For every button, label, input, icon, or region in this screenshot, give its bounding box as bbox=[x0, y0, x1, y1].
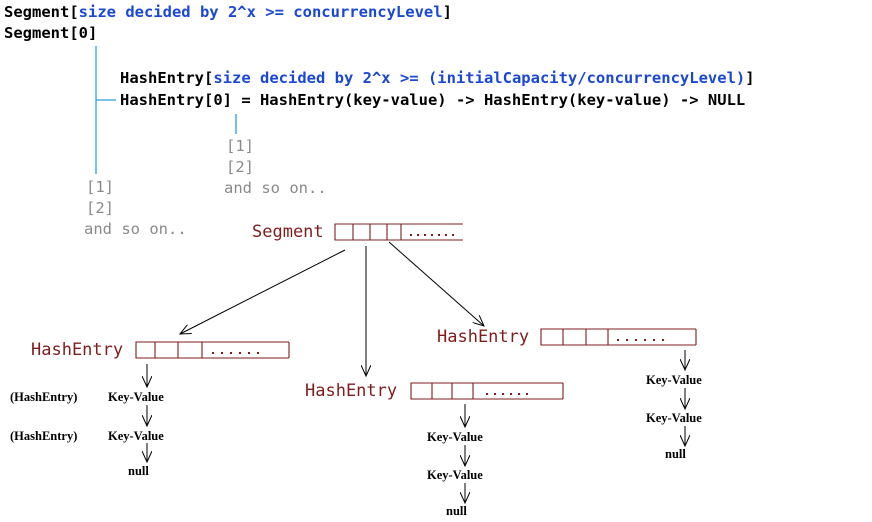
segment-size-rule: size decided by 2^x >= concurrencyLevel bbox=[78, 3, 443, 21]
segment-arrows bbox=[180, 241, 484, 376]
segment-zero-label: Segment[0] bbox=[4, 24, 98, 42]
outer-entry-more: and so on.. bbox=[84, 220, 187, 238]
hashentry-label-3: HashEntry bbox=[437, 327, 530, 347]
segment-array-box bbox=[334, 223, 463, 241]
hashentry-size-rule: size decided by 2^x >= (initialCapacity/… bbox=[213, 69, 746, 87]
chain1-prefix-2: (HashEntry) bbox=[10, 429, 78, 443]
hashentry-array-box-1 bbox=[135, 341, 290, 359]
segment-array-line: Segment[size decided by 2^x >= concurren… bbox=[4, 1, 452, 23]
chain1-prefix-1: (HashEntry) bbox=[10, 390, 78, 404]
inner-entry-2: [2] bbox=[226, 158, 254, 176]
chain2-node-1: Key-Value bbox=[427, 430, 483, 444]
chain2-null: null bbox=[446, 504, 467, 518]
hashentry-array-box-2 bbox=[410, 382, 564, 400]
arrow-to-hashentry-3 bbox=[388, 241, 484, 326]
chain3-node-2: Key-Value bbox=[646, 411, 702, 425]
segment-array-name: Segment[ bbox=[4, 3, 79, 21]
hashentry-zero-chain: HashEntry[0] = HashEntry(key-value) -> H… bbox=[120, 91, 746, 109]
hashentry-label-2: HashEntry bbox=[305, 381, 398, 401]
hashentry-array-box-3 bbox=[540, 328, 697, 346]
tree-connectors bbox=[95, 46, 237, 174]
segment-array-close: ] bbox=[442, 3, 452, 21]
segment-label: Segment bbox=[252, 222, 324, 242]
arrow-to-hashentry-1 bbox=[180, 249, 346, 334]
chain3-null: null bbox=[665, 447, 686, 461]
outer-entry-1: [1] bbox=[86, 178, 114, 196]
outer-entry-2: [2] bbox=[86, 199, 114, 217]
chain1-null: null bbox=[128, 464, 149, 478]
chain2-node-2: Key-Value bbox=[427, 468, 483, 482]
hashentry-array-close: ] bbox=[745, 69, 755, 87]
inner-entry-1: [1] bbox=[226, 137, 254, 155]
inner-entry-more: and so on.. bbox=[224, 179, 327, 197]
chain3-node-1: Key-Value bbox=[646, 373, 702, 387]
hashentry-array-name: HashEntry[ bbox=[120, 69, 214, 87]
chain1-node-1: Key-Value bbox=[108, 390, 164, 404]
chain1-node-2: Key-Value bbox=[108, 429, 164, 443]
hashentry-array-line: HashEntry[size decided by 2^x >= (initia… bbox=[120, 67, 755, 89]
hashentry-label-1: HashEntry bbox=[31, 340, 124, 360]
